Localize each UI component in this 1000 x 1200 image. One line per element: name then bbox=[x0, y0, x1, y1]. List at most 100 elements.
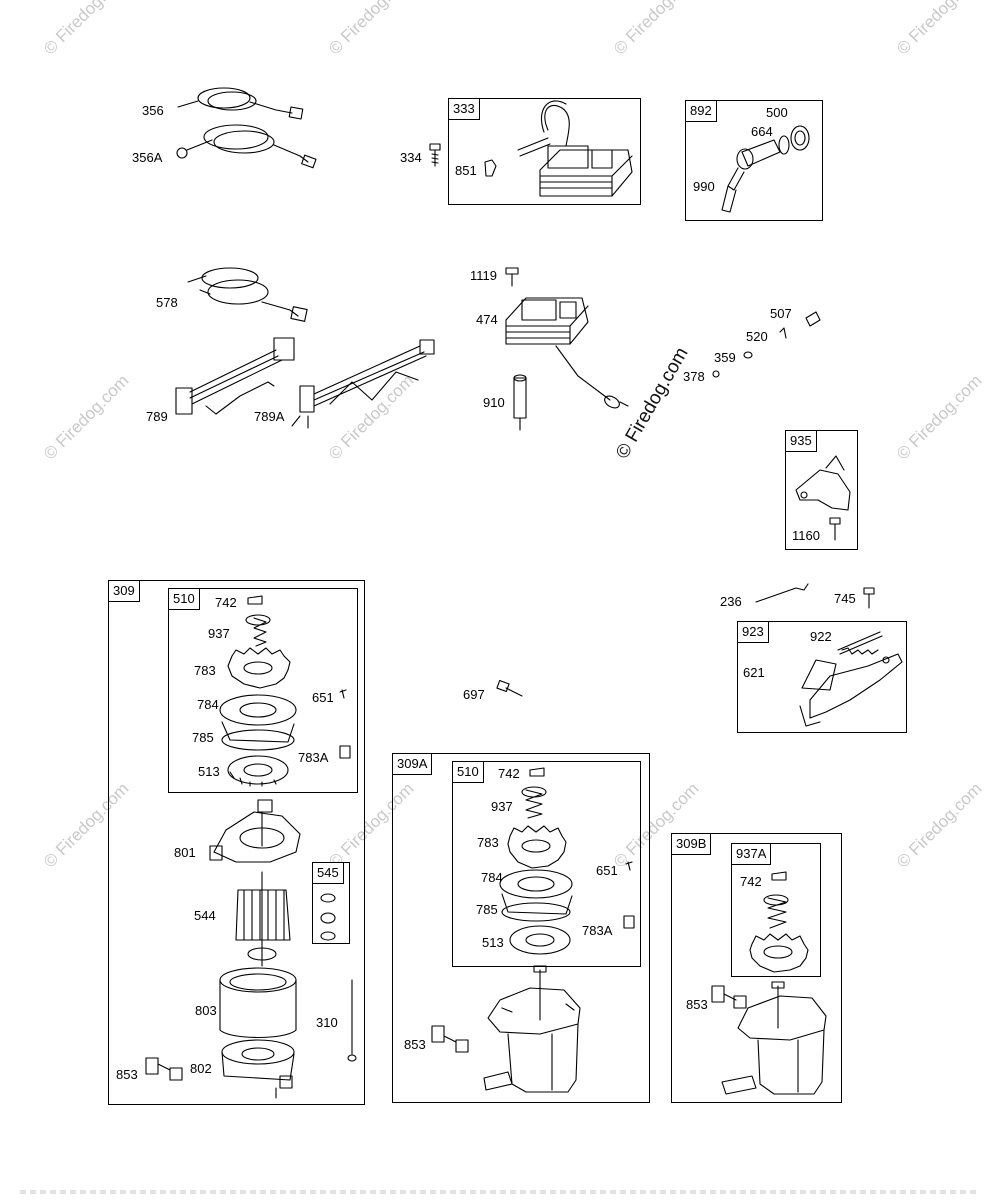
label-500: 500 bbox=[766, 105, 788, 120]
wire-356A bbox=[176, 124, 317, 169]
box-tag-333: 333 bbox=[449, 99, 480, 120]
label-520: 520 bbox=[746, 329, 768, 344]
label-783A-b: 783A bbox=[582, 923, 613, 938]
label-742-c: 742 bbox=[740, 874, 762, 889]
label-785-a: 785 bbox=[192, 730, 214, 745]
box-309: 309 bbox=[108, 580, 365, 1105]
bracket-935 bbox=[795, 455, 851, 541]
box-tag-309B: 309B bbox=[672, 834, 712, 855]
label-359: 359 bbox=[714, 350, 736, 365]
bolt-310 bbox=[347, 979, 357, 1062]
box-tag-923: 923 bbox=[738, 622, 769, 643]
label-853-b: 853 bbox=[404, 1037, 426, 1052]
label-474: 474 bbox=[476, 312, 498, 327]
label-356: 356 bbox=[142, 103, 164, 118]
label-785-b: 785 bbox=[476, 902, 498, 917]
screw-745 bbox=[863, 587, 875, 609]
label-783A-a: 783A bbox=[298, 750, 329, 765]
label-784-a: 784 bbox=[197, 697, 219, 712]
brush-plate-802 bbox=[221, 1039, 295, 1099]
armature-544 bbox=[235, 871, 291, 967]
box-tag-510-a: 510 bbox=[169, 589, 200, 610]
label-742-a: 742 bbox=[215, 595, 237, 610]
box-333: 333 bbox=[448, 98, 641, 205]
label-990: 990 bbox=[693, 179, 715, 194]
label-789: 789 bbox=[146, 409, 168, 424]
box-309A: 309A bbox=[392, 753, 650, 1103]
label-621: 621 bbox=[743, 665, 765, 680]
label-544: 544 bbox=[194, 908, 216, 923]
box-tag-545: 545 bbox=[313, 863, 344, 884]
footer-rule bbox=[20, 1190, 980, 1194]
coil-474 bbox=[505, 297, 629, 409]
spacer-910 bbox=[513, 374, 527, 431]
clutch-937A bbox=[749, 871, 809, 973]
box-tag-309: 309 bbox=[109, 581, 140, 602]
box-892: 892 bbox=[685, 100, 823, 221]
box-545: 545 bbox=[312, 862, 350, 944]
motor-309B bbox=[721, 981, 827, 1095]
small-hardware bbox=[712, 311, 821, 378]
label-783-b: 783 bbox=[477, 835, 499, 850]
label-853-c: 853 bbox=[686, 997, 708, 1012]
label-853-a: 853 bbox=[116, 1067, 138, 1082]
connector-853-a bbox=[145, 1057, 183, 1081]
clutch-510-a bbox=[219, 595, 351, 787]
label-651-a: 651 bbox=[312, 690, 334, 705]
label-801: 801 bbox=[174, 845, 196, 860]
motor-309A bbox=[483, 965, 581, 1093]
label-513-a: 513 bbox=[198, 764, 220, 779]
label-356A: 356A bbox=[132, 150, 163, 165]
keyswitch-892 bbox=[721, 125, 810, 213]
box-tag-892: 892 bbox=[686, 101, 717, 122]
bracket-923 bbox=[799, 631, 903, 727]
label-802: 802 bbox=[190, 1061, 212, 1076]
screw-697 bbox=[496, 679, 523, 697]
coil-333 bbox=[484, 100, 633, 197]
label-1160: 1160 bbox=[792, 528, 820, 543]
label-910: 910 bbox=[483, 395, 505, 410]
label-784-b: 784 bbox=[481, 870, 503, 885]
label-851: 851 bbox=[455, 163, 477, 178]
box-tag-937A: 937A bbox=[732, 844, 772, 865]
label-745: 745 bbox=[834, 591, 856, 606]
label-578: 578 bbox=[156, 295, 178, 310]
box-309B: 309B bbox=[671, 833, 842, 1103]
label-789A: 789A bbox=[254, 409, 285, 424]
label-378: 378 bbox=[683, 369, 705, 384]
label-742-b: 742 bbox=[498, 766, 520, 781]
screw-334 bbox=[429, 143, 441, 167]
washers-545 bbox=[320, 893, 336, 941]
label-664: 664 bbox=[751, 124, 773, 139]
label-697: 697 bbox=[463, 687, 485, 702]
housing-803 bbox=[219, 967, 297, 1039]
wire-578 bbox=[187, 267, 308, 322]
box-510-a: 510 bbox=[168, 588, 358, 793]
end-cap-801 bbox=[209, 799, 301, 863]
connector-853-c bbox=[711, 985, 747, 1009]
box-935: 935 bbox=[785, 430, 858, 550]
label-334: 334 bbox=[400, 150, 422, 165]
bolt-1119 bbox=[505, 267, 519, 287]
connector-853-b bbox=[431, 1025, 469, 1053]
clutch-510-b bbox=[499, 767, 635, 955]
link-236 bbox=[755, 583, 809, 603]
box-937A: 937A bbox=[731, 843, 821, 977]
wire-356 bbox=[177, 87, 304, 120]
harness-789A bbox=[291, 339, 435, 429]
label-236: 236 bbox=[720, 594, 742, 609]
harness-789 bbox=[175, 337, 295, 415]
label-937-a: 937 bbox=[208, 626, 230, 641]
box-923: 923 bbox=[737, 621, 907, 733]
label-803: 803 bbox=[195, 1003, 217, 1018]
box-tag-510-b: 510 bbox=[453, 762, 484, 783]
label-507: 507 bbox=[770, 306, 792, 321]
box-tag-935: 935 bbox=[786, 431, 817, 452]
label-1119: 1119 bbox=[470, 268, 497, 283]
label-651-b: 651 bbox=[596, 863, 618, 878]
label-922: 922 bbox=[810, 629, 832, 644]
label-937-b: 937 bbox=[491, 799, 513, 814]
label-310: 310 bbox=[316, 1015, 338, 1030]
label-513-b: 513 bbox=[482, 935, 504, 950]
